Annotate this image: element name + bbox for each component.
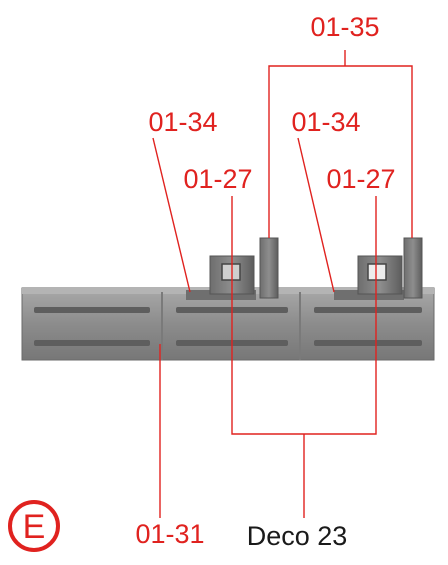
callout-label-01-34-right: 01-34: [291, 107, 360, 137]
diagram-caption: Deco 23: [247, 521, 348, 551]
callout-label-01-35: 01-35: [310, 12, 379, 42]
part-right-clip-assembly: [334, 237, 423, 300]
callout-label-01-31: 01-31: [135, 519, 204, 549]
badge-letter: E: [23, 508, 46, 546]
callout-label-01-27-right: 01-27: [326, 164, 395, 194]
leader-lines: [152, 50, 413, 518]
callout-label-01-27-left: 01-27: [183, 164, 252, 194]
callout-label-01-34-left: 01-34: [148, 107, 217, 137]
e-badge-icon: E: [8, 500, 60, 552]
